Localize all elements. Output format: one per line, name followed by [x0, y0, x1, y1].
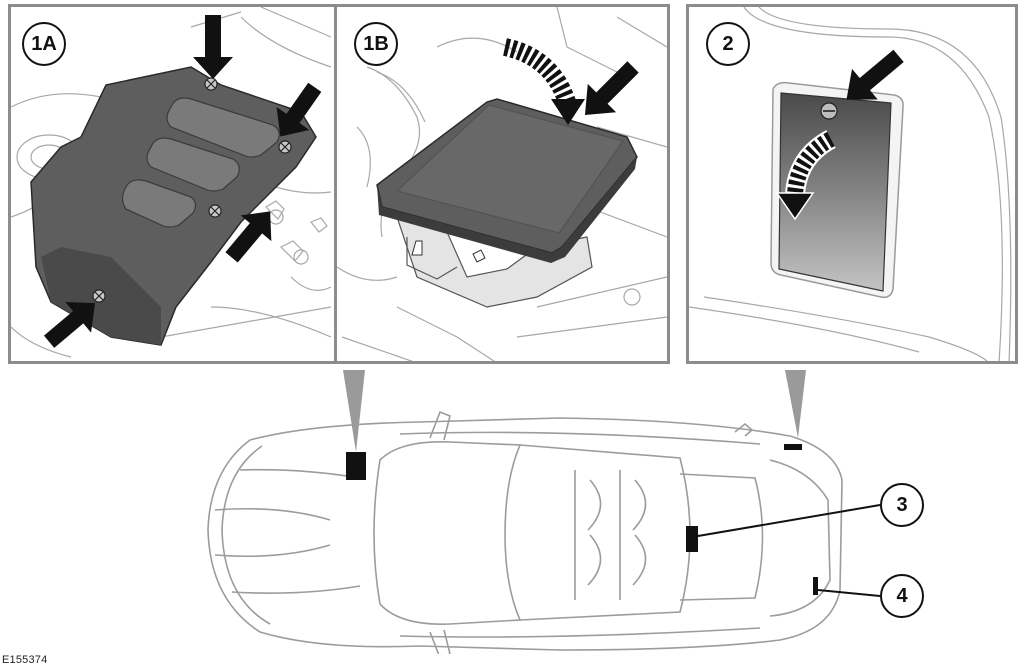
marker-icon: [784, 444, 802, 450]
callout-3: 3: [880, 483, 924, 527]
leader-line-4: [817, 589, 881, 597]
arrow-icon: [225, 211, 272, 263]
panel-1a-engine-cover: [8, 4, 334, 364]
access-panel-cover: [778, 92, 892, 292]
fusebox-bracket: [396, 216, 593, 308]
leader-line-3: [697, 504, 881, 537]
callout-2: 2: [706, 22, 750, 66]
screw-icon: [92, 289, 106, 303]
panel-2-access-cover: [686, 4, 1018, 364]
curved-arrow-icon: [775, 130, 837, 221]
figure-code: E155374: [2, 654, 48, 666]
car-body-lineart: [207, 410, 843, 654]
screw-icon: [204, 77, 218, 91]
engine-cover-pads: [121, 97, 280, 228]
arrow-icon: [43, 301, 96, 348]
arrow-icon: [276, 82, 322, 137]
panel-1b-fusebox-cover: [334, 4, 670, 364]
stud: [411, 240, 423, 256]
marker-icon: [813, 577, 818, 595]
curved-arrow-icon: [502, 38, 585, 125]
engine-cover-illustration: [11, 7, 332, 358]
pointer-wedge-2: [785, 370, 806, 438]
screw-icon: [208, 204, 222, 218]
callout-1b: 1B: [354, 22, 398, 66]
screw-icon: [278, 140, 292, 154]
callout-1a: 1A: [22, 22, 66, 66]
marker-icon: [346, 452, 366, 480]
fusebox-illustration: [337, 7, 667, 361]
arrow-icon: [846, 49, 904, 100]
pointer-wedge-1: [343, 370, 365, 452]
callout-4: 4: [880, 574, 924, 618]
marker-icon: [686, 526, 698, 552]
screw-icon: [820, 102, 838, 120]
access-cover-illustration: [689, 7, 1012, 361]
trim-lineart: [689, 7, 1012, 361]
car-top-view: [207, 370, 881, 654]
arrow-icon: [193, 15, 233, 79]
arrow-icon: [584, 61, 639, 116]
